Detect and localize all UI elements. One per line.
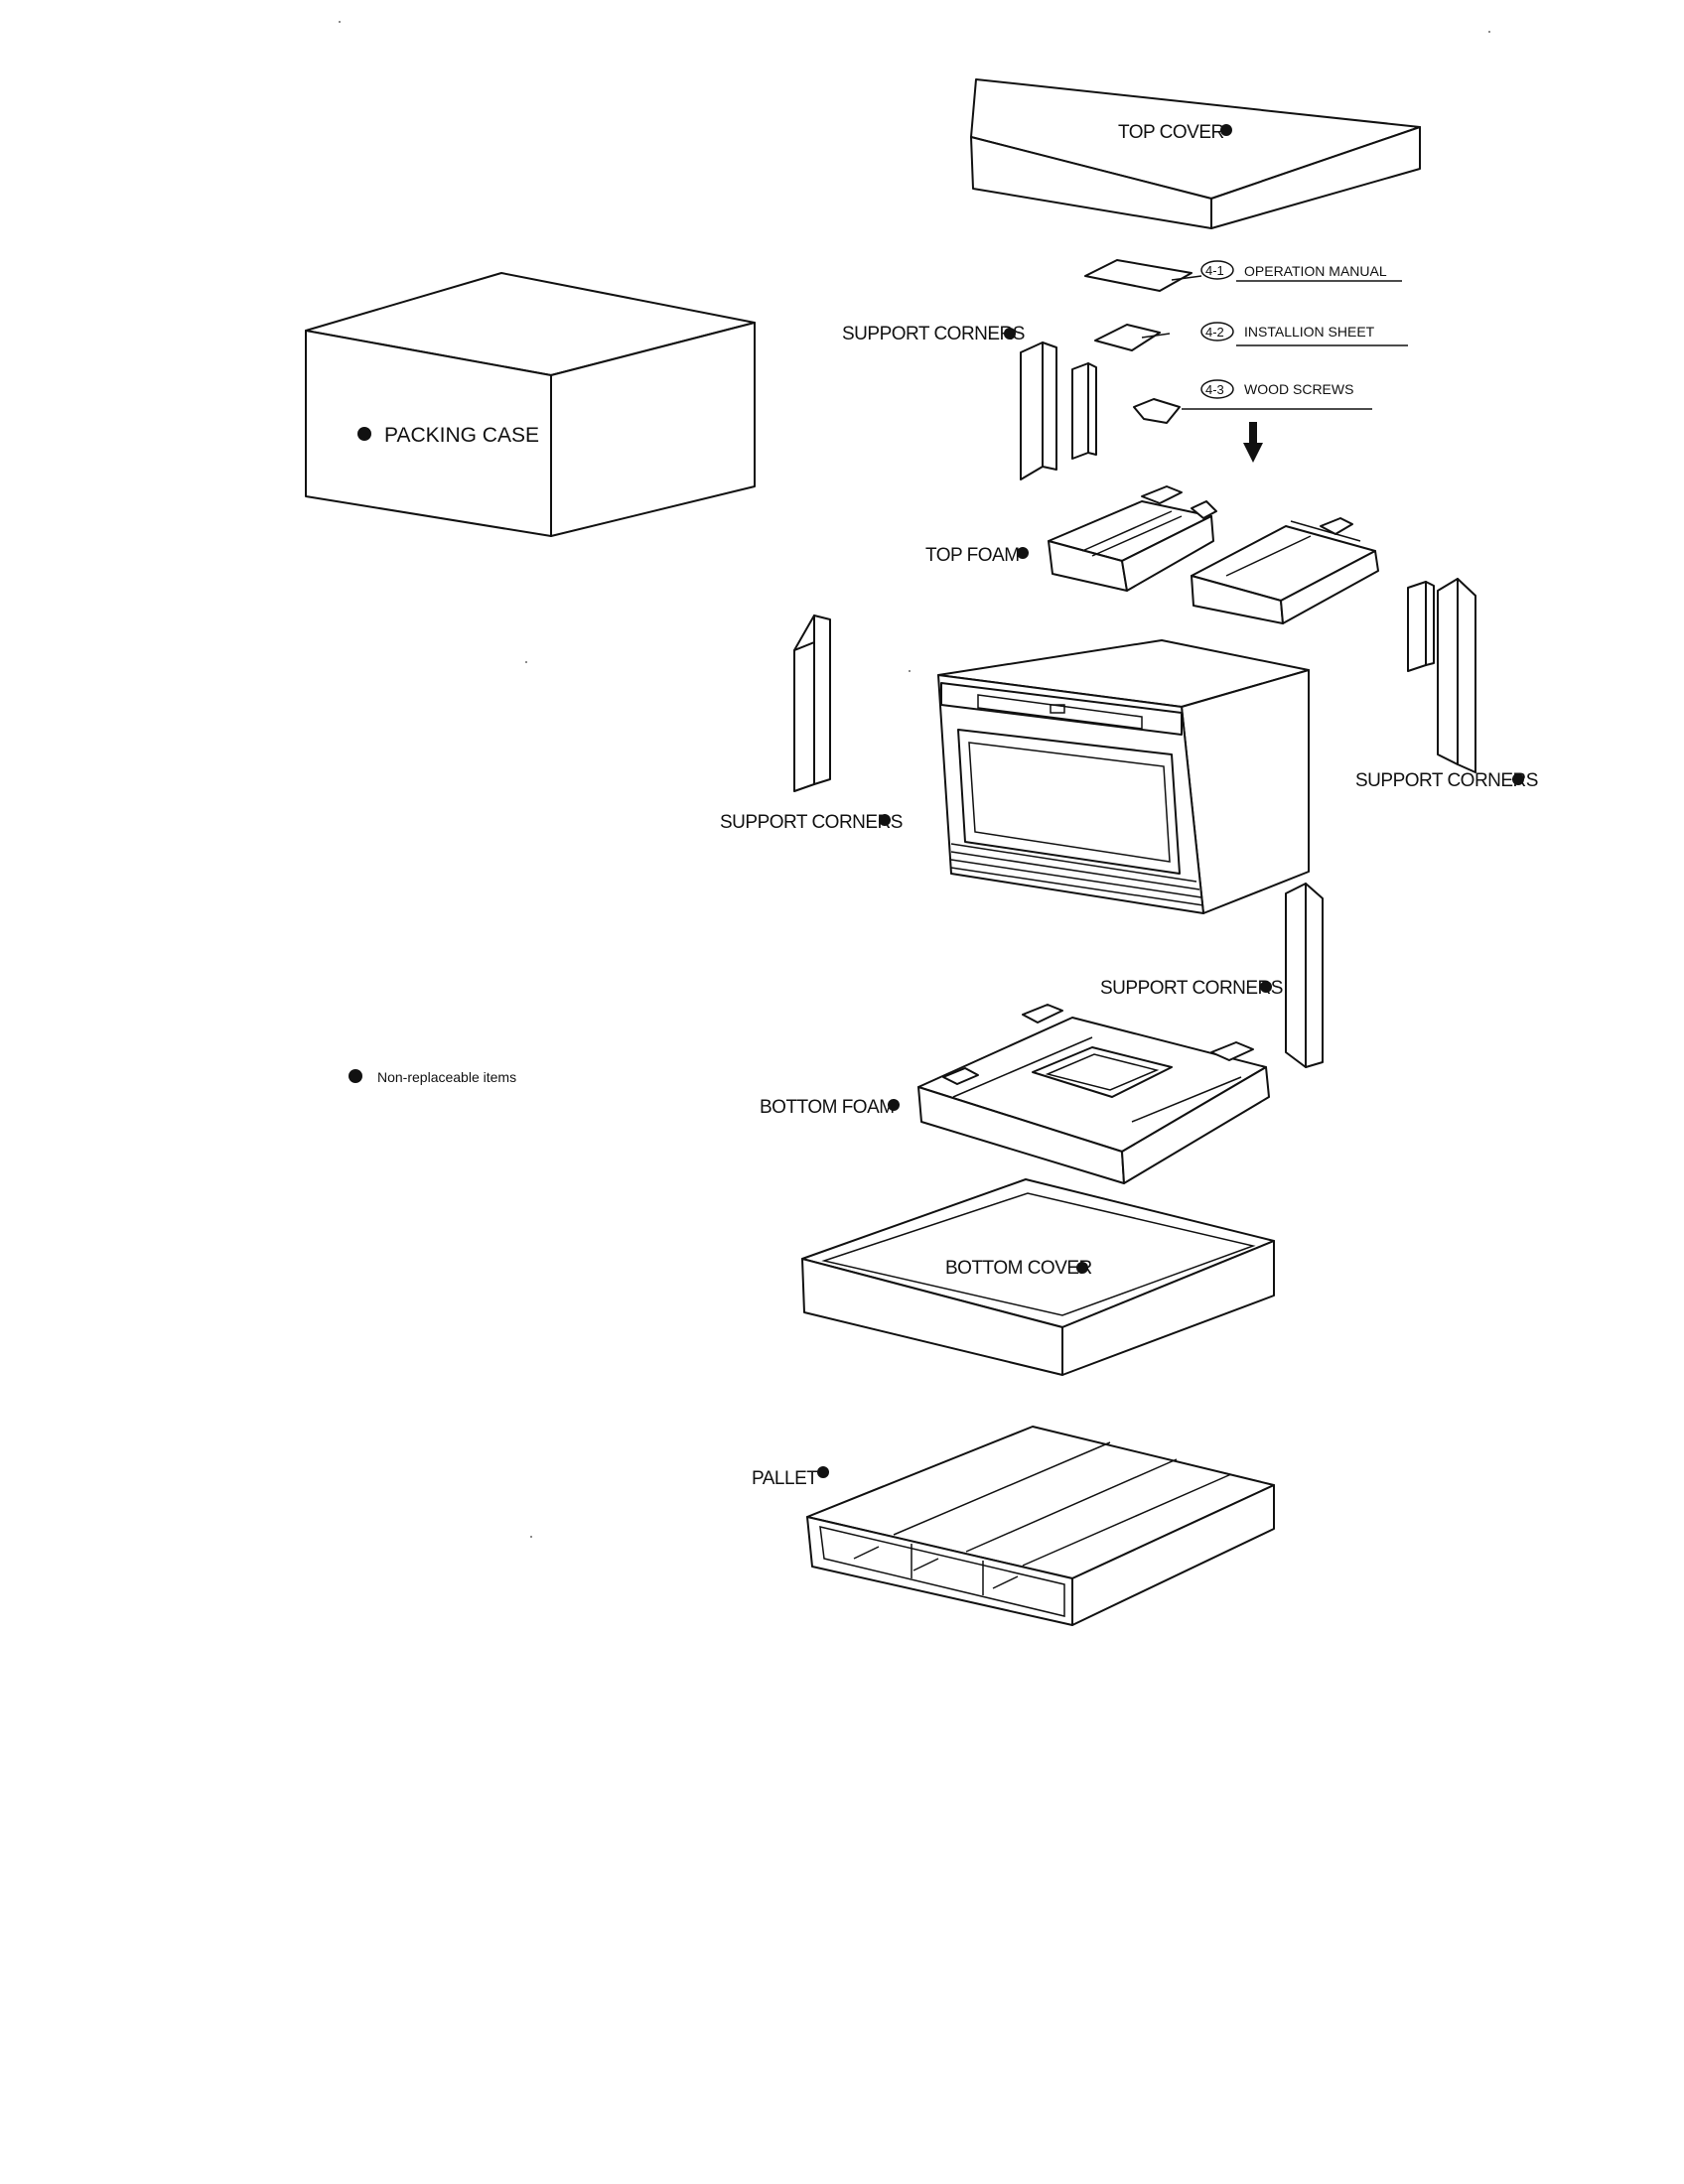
top-cover-label: TOP COVER bbox=[1118, 122, 1224, 143]
pallet-label: PALLET bbox=[752, 1468, 818, 1489]
top-cover bbox=[970, 78, 1421, 229]
support-corners-label-2: SUPPORT CORNERS bbox=[720, 812, 903, 833]
installation-sheet bbox=[1094, 324, 1171, 351]
support-corner-upper-right bbox=[1071, 362, 1097, 460]
svg-text:WOOD SCREWS: WOOD SCREWS bbox=[1244, 381, 1353, 397]
top-foam-left bbox=[1048, 485, 1217, 592]
support-corners-dot-4 bbox=[1260, 981, 1272, 993]
support-corners-label-3: SUPPORT CORNERS bbox=[1355, 770, 1538, 791]
svg-text:4-2: 4-2 bbox=[1205, 325, 1224, 340]
svg-text:OPERATION MANUAL: OPERATION MANUAL bbox=[1244, 263, 1387, 279]
top-foam-label: TOP FOAM bbox=[925, 545, 1020, 566]
packing-case bbox=[305, 272, 756, 537]
support-corners-label-4: SUPPORT CORNERS bbox=[1100, 978, 1283, 999]
support-corners-label-1: SUPPORT CORNERS bbox=[842, 324, 1025, 344]
packing-case-label: PACKING CASE bbox=[384, 424, 539, 447]
pallet bbox=[806, 1426, 1275, 1626]
installation-sheet-callout: 4-2 INSTALLION SHEET bbox=[1200, 322, 1408, 346]
support-corners-dot-2 bbox=[879, 814, 891, 826]
support-corner-upper-left bbox=[1020, 341, 1057, 480]
support-corner-lower bbox=[1285, 883, 1324, 1068]
legend-dot bbox=[349, 1069, 362, 1083]
support-corner-right-b bbox=[1437, 578, 1476, 773]
bottom-foam-label: BOTTOM FOAM bbox=[760, 1097, 895, 1118]
svg-text:4-1: 4-1 bbox=[1205, 263, 1224, 278]
top-foam-dot bbox=[1017, 547, 1029, 559]
wood-screws-callout: 4-3 WOOD SCREWS bbox=[1182, 379, 1372, 410]
support-corners-dot-3 bbox=[1512, 773, 1524, 785]
bottom-cover bbox=[801, 1178, 1275, 1376]
top-foam-right bbox=[1191, 517, 1379, 624]
bottom-foam-dot bbox=[888, 1099, 900, 1111]
operation-manual bbox=[1084, 259, 1202, 292]
bottom-cover-label: BOTTOM COVER bbox=[945, 1258, 1092, 1279]
svg-text:4-3: 4-3 bbox=[1205, 382, 1224, 397]
operation-manual-callout: 4-1 OPERATION MANUAL bbox=[1200, 260, 1402, 282]
svg-text:INSTALLION SHEET: INSTALLION SHEET bbox=[1244, 324, 1375, 340]
wood-screws bbox=[1133, 398, 1181, 424]
bottom-cover-dot bbox=[1076, 1262, 1088, 1274]
oven bbox=[937, 639, 1310, 914]
top-cover-dot bbox=[1220, 124, 1232, 136]
support-corner-right-a bbox=[1407, 581, 1435, 672]
scan-specks bbox=[339, 21, 1490, 1538]
packing-case-dot bbox=[357, 427, 371, 441]
bottom-foam bbox=[917, 1004, 1270, 1184]
down-arrow-icon bbox=[1243, 422, 1263, 463]
support-corners-dot-1 bbox=[1004, 328, 1016, 340]
support-corner-left bbox=[793, 614, 831, 792]
pallet-dot bbox=[817, 1466, 829, 1478]
legend-text: Non-replaceable items bbox=[377, 1069, 516, 1085]
